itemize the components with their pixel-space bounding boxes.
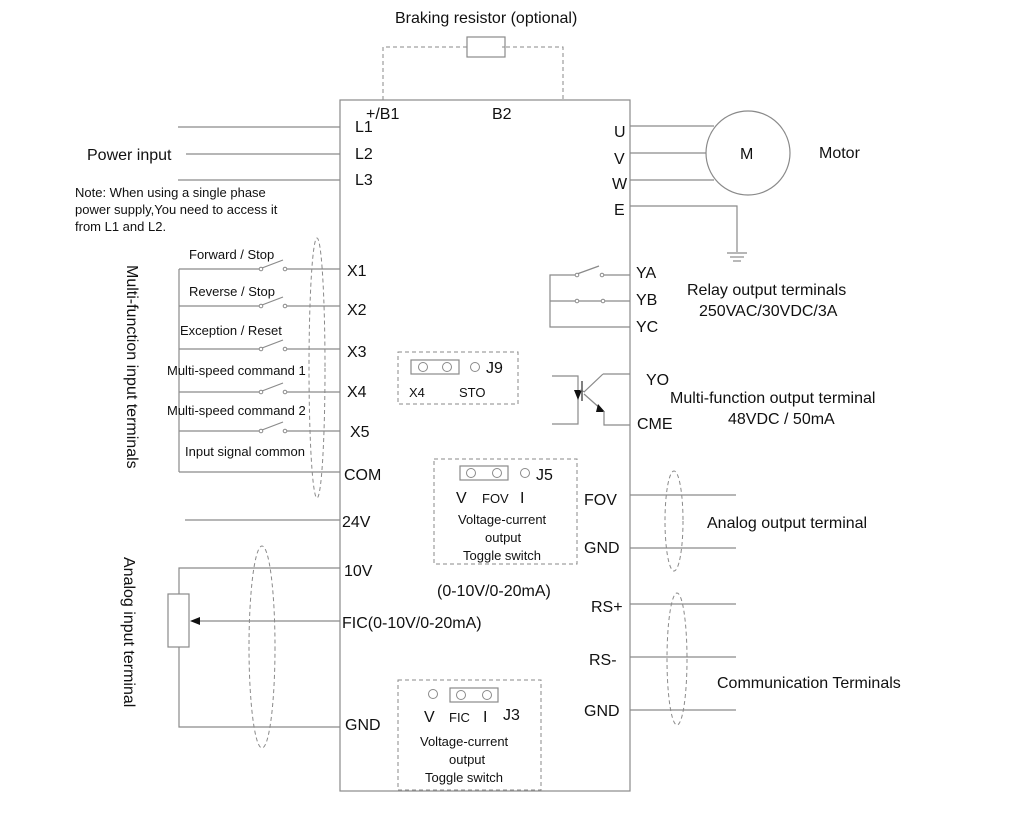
terminal-com: COM: [344, 467, 381, 484]
multi-function-input-group-label: Multi-function input terminals: [123, 265, 140, 469]
motor-symbol: M: [740, 146, 753, 163]
jumper-j3-desc-2: output: [449, 752, 486, 767]
optocoupler-icon: [552, 373, 630, 426]
jumper-j9-label-x4: X4: [409, 385, 425, 400]
terminal-10v: 10V: [344, 563, 373, 580]
braking-resistor-label: Braking resistor (optional): [395, 10, 577, 27]
jumper-j9-label-sto: STO: [459, 385, 486, 400]
analog-output-shield-ellipse: [664, 470, 684, 572]
jumper-j5-desc-2: output: [485, 530, 522, 545]
analog-output-label: Analog output terminal: [707, 515, 867, 532]
jumper-j3-name: J3: [503, 707, 520, 724]
terminal-rs-minus: RS-: [589, 652, 617, 669]
jumper-j9-frame: [397, 351, 519, 405]
terminal-comm-gnd: GND: [584, 703, 620, 720]
input-row-x5: Multi-speed command 2 X5: [167, 403, 370, 441]
braking-resistor-wire-right: [502, 46, 564, 100]
multi-function-output-rating: 48VDC / 50mA: [728, 411, 835, 428]
input-row-x1: Forward / Stop X1: [179, 247, 367, 280]
jumper-j3-label-v: V: [424, 709, 435, 726]
braking-resistor-icon: [466, 36, 506, 58]
terminal-u: U: [614, 124, 626, 141]
multi-function-output-label: Multi-function output terminal: [670, 390, 875, 407]
terminal-24v: 24V: [342, 514, 371, 531]
braking-resistor-wire-left: [382, 46, 467, 100]
terminal-ya: YA: [636, 265, 656, 282]
inputs-shield-ellipse: [308, 237, 326, 499]
terminal-b2: B2: [492, 106, 512, 123]
terminal-b1: +/B1: [366, 106, 399, 123]
power-input-label: Power input: [87, 147, 172, 164]
input-row-x4: Multi-speed command 1 X4: [167, 363, 367, 401]
terminal-rs-plus: RS+: [591, 599, 623, 616]
jumper-j5-label-i: I: [520, 490, 524, 507]
jumper-j3-label-fic: FIC: [449, 710, 470, 725]
jumper-j5-cap: [459, 465, 509, 481]
analog-input-shield-ellipse: [248, 545, 276, 749]
terminal-yb: YB: [636, 292, 657, 309]
input-function-label: Forward / Stop: [189, 247, 274, 262]
jumper-j5-label-fov: FOV: [482, 491, 509, 506]
terminal-fov: FOV: [584, 492, 617, 509]
jumper-j3-frame: [397, 679, 542, 791]
input-row-com: Input signal common COM: [179, 444, 381, 484]
jumper-j5-name: J5: [536, 467, 553, 484]
input-function-label: Multi-speed command 1: [167, 363, 306, 378]
jumper-j3-desc-1: Voltage-current: [420, 734, 509, 749]
jumper-j5-desc-3: Toggle switch: [463, 548, 541, 563]
input-function-label: Reverse / Stop: [189, 284, 275, 299]
motor-label: Motor: [819, 145, 861, 162]
communication-label: Communication Terminals: [717, 675, 901, 692]
jumper-j9-cap: [410, 359, 460, 375]
relay-output-rating: 250VAC/30VDC/3A: [699, 303, 838, 320]
terminal-x1: X1: [347, 263, 367, 280]
terminal-x5: X5: [350, 424, 370, 441]
terminal-x3: X3: [347, 344, 367, 361]
input-function-label: Multi-speed command 2: [167, 403, 306, 418]
jumper-j3-label-i: I: [483, 709, 487, 726]
terminal-yo: YO: [646, 372, 669, 389]
input-function-label: Exception / Reset: [180, 323, 282, 338]
communication-shield-ellipse: [666, 592, 688, 726]
input-row-x3: Exception / Reset X3: [179, 323, 367, 361]
terminal-yc: YC: [636, 319, 658, 336]
terminal-v: V: [614, 151, 625, 168]
jumper-j5-range: (0-10V/0-20mA): [437, 583, 551, 600]
input-common-label: Input signal common: [185, 444, 305, 459]
jumper-j5-frame: [433, 458, 578, 565]
wire-pot-gnd: [178, 647, 340, 728]
drive-enclosure: [339, 99, 631, 792]
terminal-cme: CME: [637, 416, 673, 433]
power-note-line-2: power supply,You need to access it: [75, 202, 278, 217]
terminal-l1: L1: [355, 119, 373, 136]
analog-input-group-label: Analog input terminal: [120, 557, 137, 707]
jumper-j5-desc-1: Voltage-current: [458, 512, 547, 527]
terminal-analog-in-gnd: GND: [345, 717, 381, 734]
terminal-x2: X2: [347, 302, 367, 319]
terminal-analog-out-gnd: GND: [584, 540, 620, 557]
terminal-x4: X4: [347, 384, 367, 401]
wire-10v: [178, 567, 340, 594]
jumper-j3-desc-3: Toggle switch: [425, 770, 503, 785]
motor-icon: [705, 110, 791, 196]
potentiometer-icon: [167, 593, 190, 648]
ground-icon: [727, 252, 747, 262]
terminal-e: E: [614, 202, 625, 219]
terminal-fic: FIC(0-10V/0-20mA): [342, 615, 482, 632]
power-note-line-1: Note: When using a single phase: [75, 185, 266, 200]
jumper-j9-name: J9: [486, 360, 503, 377]
relay-output-label: Relay output terminals: [687, 282, 846, 299]
wire-e: [630, 205, 738, 252]
input-row-x2: Reverse / Stop X2: [179, 284, 367, 319]
terminal-l3: L3: [355, 172, 373, 189]
jumper-j5-label-v: V: [456, 490, 467, 507]
terminal-w: W: [612, 176, 628, 193]
power-note-line-3: from L1 and L2.: [75, 219, 166, 234]
terminal-l2: L2: [355, 146, 373, 163]
jumper-j3-cap: [449, 687, 499, 703]
wiper-arrow-icon: [190, 617, 200, 625]
